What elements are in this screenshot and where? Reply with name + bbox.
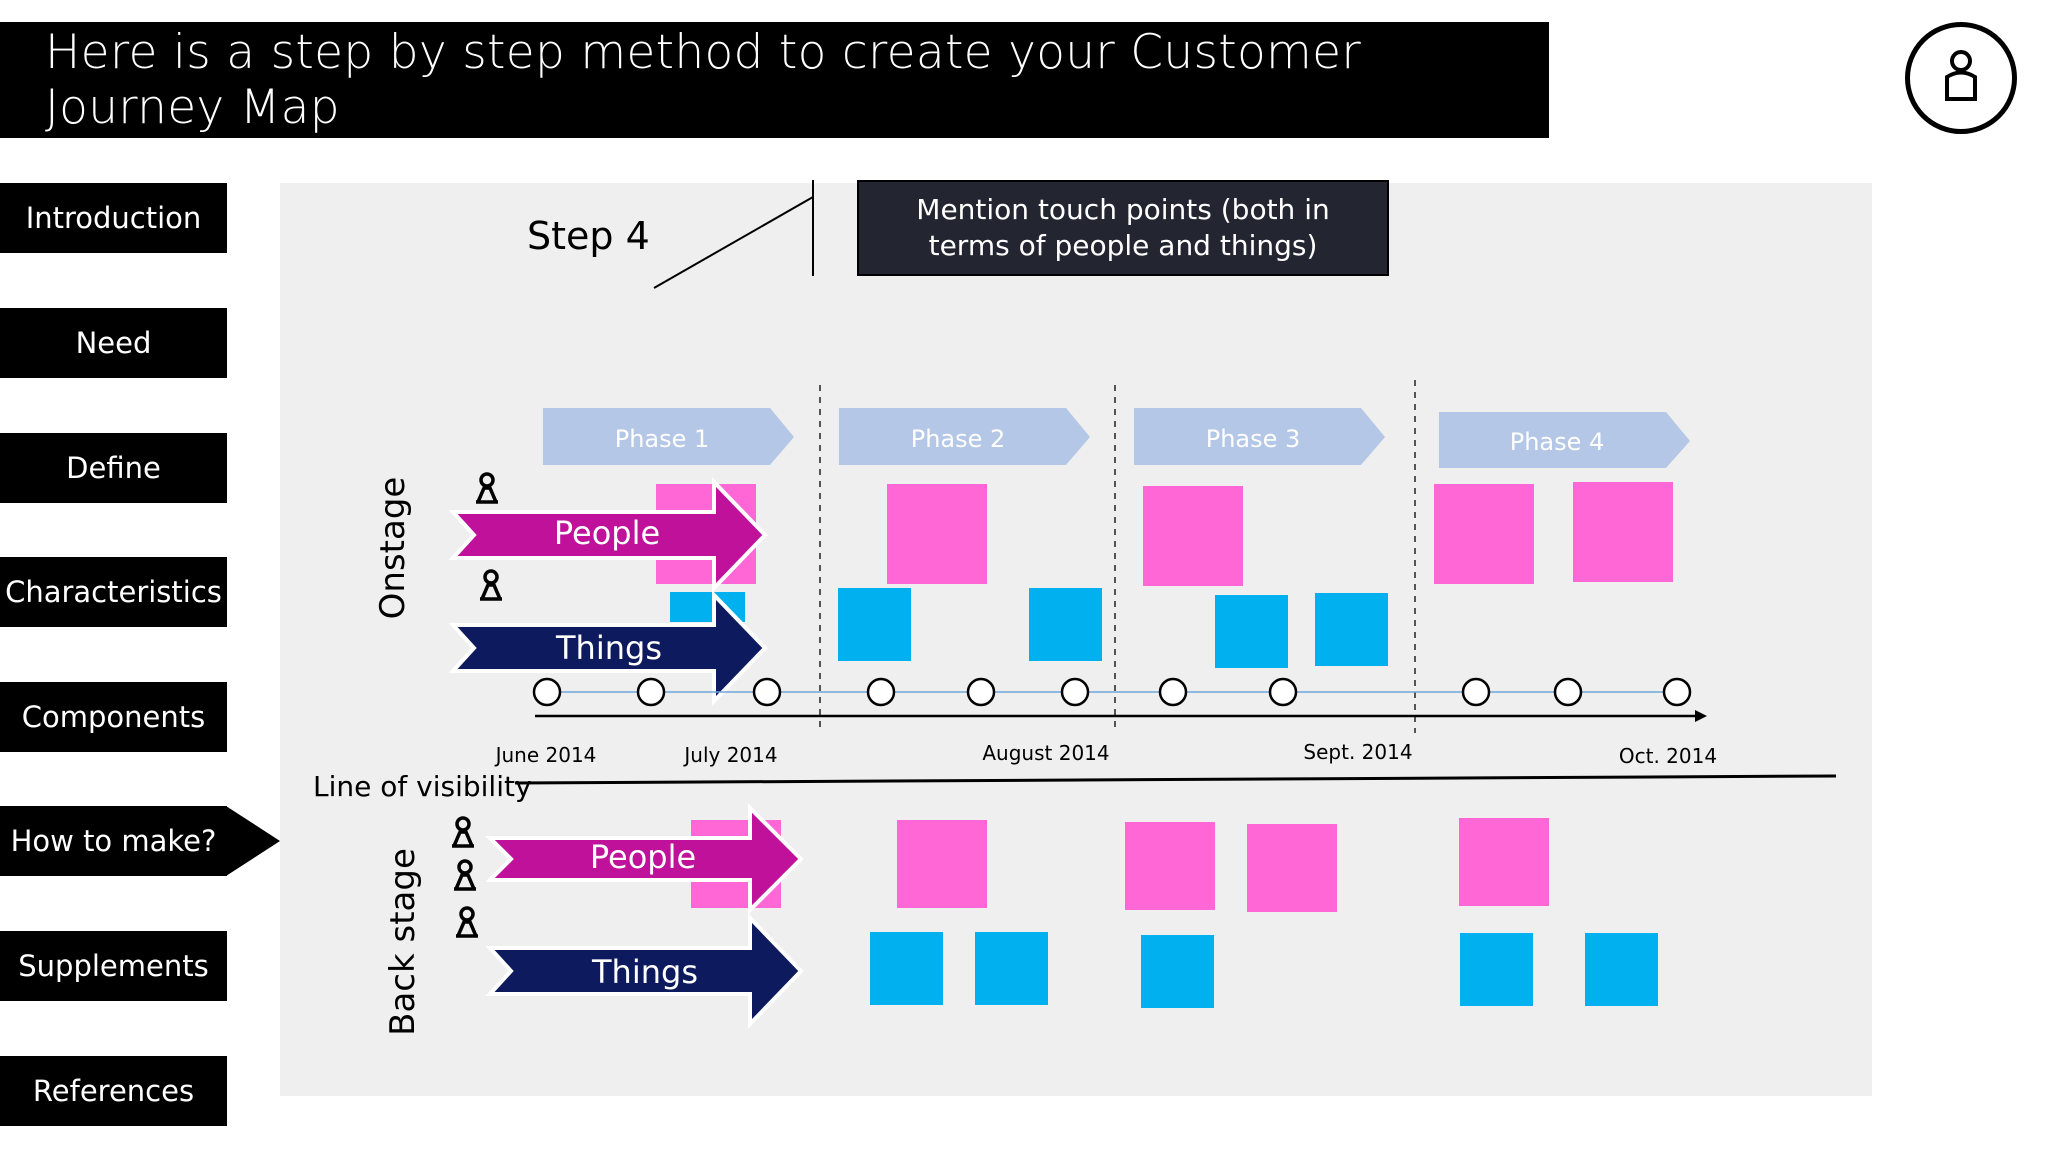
person-icon bbox=[452, 816, 474, 848]
timeline-label: June 2014 bbox=[494, 743, 597, 767]
phase-label: Phase 1 bbox=[615, 425, 710, 453]
blue-touchpoint-note bbox=[1315, 593, 1388, 666]
timeline-milestones bbox=[532, 677, 1692, 707]
person-icon bbox=[456, 906, 478, 938]
phase-label: Phase 4 bbox=[1510, 428, 1605, 456]
timeline-milestone bbox=[1662, 677, 1692, 707]
timeline-milestone bbox=[636, 677, 666, 707]
pink-touchpoint-note bbox=[1247, 824, 1337, 912]
timeline-milestone bbox=[866, 677, 896, 707]
things-arrow-backstage bbox=[485, 913, 804, 1029]
person-icon bbox=[480, 569, 502, 601]
nav-item-define[interactable]: Define bbox=[0, 433, 227, 503]
phase-chevron bbox=[1439, 412, 1690, 468]
blue-touchpoint-note bbox=[838, 588, 911, 661]
onstage-label: Onstage bbox=[373, 477, 413, 620]
blue-touchpoint-note bbox=[870, 932, 943, 1005]
nav-item-supplements[interactable]: Supplements bbox=[0, 931, 227, 1001]
person-icon bbox=[454, 859, 476, 891]
user-icon bbox=[1945, 50, 1977, 101]
timeline-label: August 2014 bbox=[982, 741, 1109, 765]
timeline-milestone bbox=[1158, 677, 1188, 707]
nav-item-characteristics[interactable]: Characteristics bbox=[0, 557, 227, 627]
backstage-label: Back stage bbox=[383, 848, 423, 1036]
blue-touchpoint-note bbox=[1029, 588, 1102, 661]
nav-item-need[interactable]: Need bbox=[0, 308, 227, 378]
timeline-label: July 2014 bbox=[682, 743, 777, 767]
pink-touchpoint-note bbox=[1125, 822, 1215, 910]
phase-label: Phase 3 bbox=[1206, 425, 1301, 453]
blue-touchpoint-note bbox=[1215, 595, 1288, 668]
timeline-label: Oct. 2014 bbox=[1619, 744, 1717, 768]
timeline-label: Sept. 2014 bbox=[1303, 740, 1412, 764]
step-pointer-line bbox=[653, 196, 814, 289]
step-label: Step 4 bbox=[527, 214, 650, 258]
phase-label: Phase 2 bbox=[911, 425, 1006, 453]
timeline-arrow-icon bbox=[1695, 710, 1707, 722]
pink-touchpoint-note bbox=[1573, 482, 1673, 582]
nav-item-components[interactable]: Components bbox=[0, 682, 227, 752]
blue-touchpoint-note bbox=[1585, 933, 1658, 1006]
people-arrow-backstage bbox=[485, 803, 804, 915]
timeline-milestone bbox=[752, 677, 782, 707]
pink-touchpoint-note bbox=[1434, 484, 1534, 584]
timeline-milestone bbox=[1553, 677, 1583, 707]
nav-item-how-to-make[interactable]: How to make? bbox=[0, 806, 227, 876]
timeline-milestone bbox=[532, 677, 562, 707]
people-label-backstage: People bbox=[590, 838, 696, 876]
blue-touchpoint-note bbox=[975, 932, 1048, 1005]
people-arrow-onstage bbox=[448, 477, 768, 593]
timeline-milestone bbox=[1060, 677, 1090, 707]
person-icons bbox=[452, 472, 502, 938]
timeline-milestone bbox=[1268, 677, 1298, 707]
things-label-onstage: Things bbox=[555, 629, 662, 667]
timeline-milestone bbox=[1461, 677, 1491, 707]
people-label-onstage: People bbox=[554, 514, 660, 552]
pink-touchpoint-note bbox=[897, 820, 987, 908]
timeline-milestone bbox=[966, 677, 996, 707]
blue-touchpoint-note bbox=[1141, 935, 1214, 1008]
phase-chevron bbox=[1134, 408, 1385, 465]
callout-box: Mention touch points (both in terms of p… bbox=[857, 180, 1389, 276]
things-arrow-onstage bbox=[448, 590, 768, 706]
phase-chevron bbox=[543, 408, 794, 465]
page-title: Here is a step by step method to create … bbox=[0, 22, 1549, 138]
person-icon bbox=[476, 472, 498, 504]
profile-avatar-button[interactable] bbox=[1905, 22, 2017, 134]
pink-touchpoint-note bbox=[1143, 486, 1243, 586]
phase-chevron bbox=[839, 408, 1090, 465]
line-of-visibility bbox=[514, 774, 1837, 785]
line-of-visibility-label: Line of visibility bbox=[313, 770, 532, 803]
nav-item-introduction[interactable]: Introduction bbox=[0, 183, 227, 253]
pink-touchpoint-note bbox=[1459, 818, 1549, 906]
pink-touchpoint-note bbox=[887, 484, 987, 584]
blue-touchpoint-note bbox=[1460, 933, 1533, 1006]
things-label-backstage: Things bbox=[591, 953, 698, 991]
nav-item-references[interactable]: References bbox=[0, 1056, 227, 1126]
